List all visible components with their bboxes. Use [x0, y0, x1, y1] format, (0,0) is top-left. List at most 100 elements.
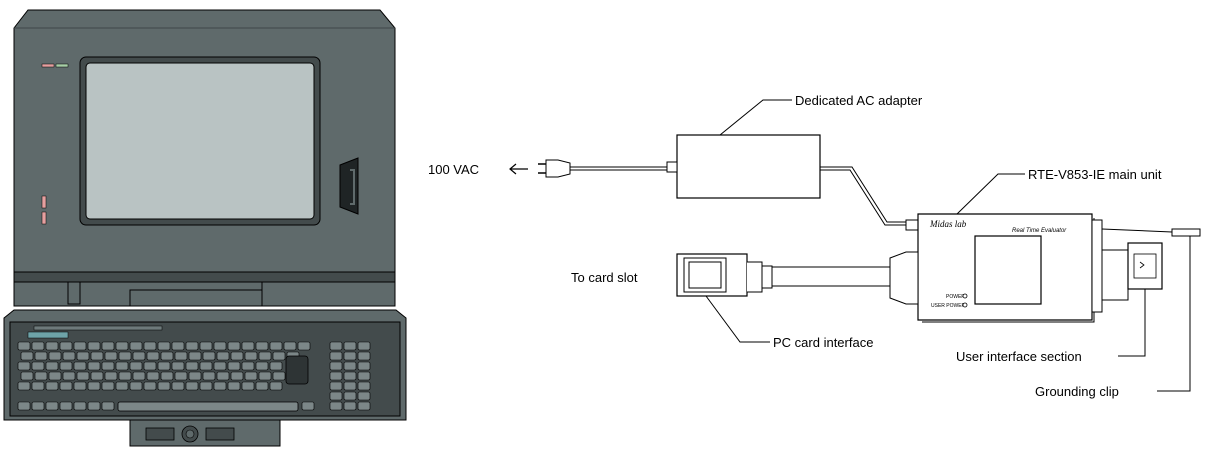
laptop-hinge [13, 271, 396, 283]
dc-cable [820, 166, 906, 226]
keyboard-key [174, 371, 188, 381]
keyboard-key [258, 351, 272, 361]
keyboard-key [157, 341, 171, 351]
keyboard-key [185, 341, 199, 351]
keyboard-key [269, 361, 283, 371]
keyboard-key [160, 371, 174, 381]
ac-adapter: Dedicated AC adapter [666, 93, 923, 199]
keyboard-key [188, 351, 202, 361]
keyboard-key [115, 341, 129, 351]
lid-latch [339, 157, 359, 215]
keyboard-key [329, 381, 343, 391]
keyboard-key [48, 351, 62, 361]
keyboard-key [90, 371, 104, 381]
keyboard-key [357, 401, 371, 411]
keyboard-key [202, 371, 216, 381]
keyboard-key [76, 351, 90, 361]
keyboard-key [17, 401, 31, 411]
keyboard-key [188, 371, 202, 381]
keyboard-key [143, 341, 157, 351]
keyboard-key [244, 351, 258, 361]
main-unit: Midas lab Real Time Evaluator POWER USER… [917, 167, 1162, 323]
card-slot-label: To card slot [571, 270, 638, 285]
side-indicator [41, 195, 47, 209]
keyboard-key [357, 391, 371, 401]
laptop-illustration [3, 9, 407, 447]
keyboard-key [73, 361, 87, 371]
keyboard-key [87, 361, 101, 371]
keyboard-key [59, 381, 73, 391]
keyboard-key [227, 361, 241, 371]
keyboard-key [329, 391, 343, 401]
keyboard-key [129, 361, 143, 371]
keyboard-key [45, 401, 59, 411]
keyboard-key [343, 381, 357, 391]
keyboard-key [104, 371, 118, 381]
keyboard-key [301, 401, 315, 411]
pc-card-leader [705, 295, 770, 343]
keyboard-key [357, 371, 371, 381]
keyboard-key [73, 401, 87, 411]
keyboard-key [283, 341, 297, 351]
grounding-clip [1171, 228, 1201, 237]
keyboard-key [45, 381, 59, 391]
keyboard-key [17, 341, 31, 351]
keyboard-key [329, 341, 343, 351]
keyboard-key [143, 361, 157, 371]
laptop-screen [85, 62, 315, 220]
keyboard-key [17, 381, 31, 391]
keyboard-key [87, 341, 101, 351]
keyboard-key [171, 341, 185, 351]
keyboard-key [157, 381, 171, 391]
keyboard-key [199, 361, 213, 371]
keyboard-key [59, 361, 73, 371]
side-indicator [41, 211, 47, 225]
keyboard-key [59, 341, 73, 351]
keyboard-key [272, 371, 286, 381]
keyboard-key [213, 381, 227, 391]
user-interface-label: User interface section [956, 349, 1082, 364]
keyboard-keys [17, 341, 371, 411]
keyboard-key [241, 361, 255, 371]
keyboard-key [87, 381, 101, 391]
space-bar [117, 401, 299, 412]
keyboard-key [20, 371, 34, 381]
keyboard-key [357, 341, 371, 351]
keyboard-key [329, 351, 343, 361]
keyboard-key [329, 361, 343, 371]
main-unit-rear-plate [1091, 219, 1103, 313]
keyboard-key [269, 381, 283, 391]
keyboard-key [34, 371, 48, 381]
power-cord [570, 166, 667, 171]
dc-input-jack [905, 219, 919, 231]
subtitle-label: Real Time Evaluator [1012, 228, 1067, 234]
keyboard-key [101, 381, 115, 391]
keyboard-key [343, 361, 357, 371]
keyboard-key [329, 401, 343, 411]
status-strip [33, 325, 163, 331]
keyboard-key [115, 361, 129, 371]
user-power-led [962, 302, 968, 308]
main-unit-window [974, 235, 1042, 305]
pc-card-label: PC card interface [773, 335, 873, 350]
left-arrow-icon [509, 163, 528, 175]
keyboard-key [185, 381, 199, 391]
keyboard-key [17, 361, 31, 371]
keyboard-key [357, 361, 371, 371]
keyboard-key [230, 371, 244, 381]
keyboard-key [216, 351, 230, 361]
vac-label: 100 VAC [428, 162, 479, 177]
keyboard-key [329, 371, 343, 381]
front-button-left [145, 427, 175, 441]
keyboard-key [343, 351, 357, 361]
keyboard-key [160, 351, 174, 361]
keyboard-key [269, 341, 283, 351]
keyboard-key [343, 391, 357, 401]
main-unit-label: RTE-V853-IE main unit [1028, 167, 1162, 182]
keyboard-key [343, 371, 357, 381]
ac-adapter-leader [719, 99, 792, 136]
keyboard-key [31, 341, 45, 351]
keyboard-key [255, 381, 269, 391]
keyboard-key [76, 371, 90, 381]
adapter-input-jack [666, 161, 678, 173]
